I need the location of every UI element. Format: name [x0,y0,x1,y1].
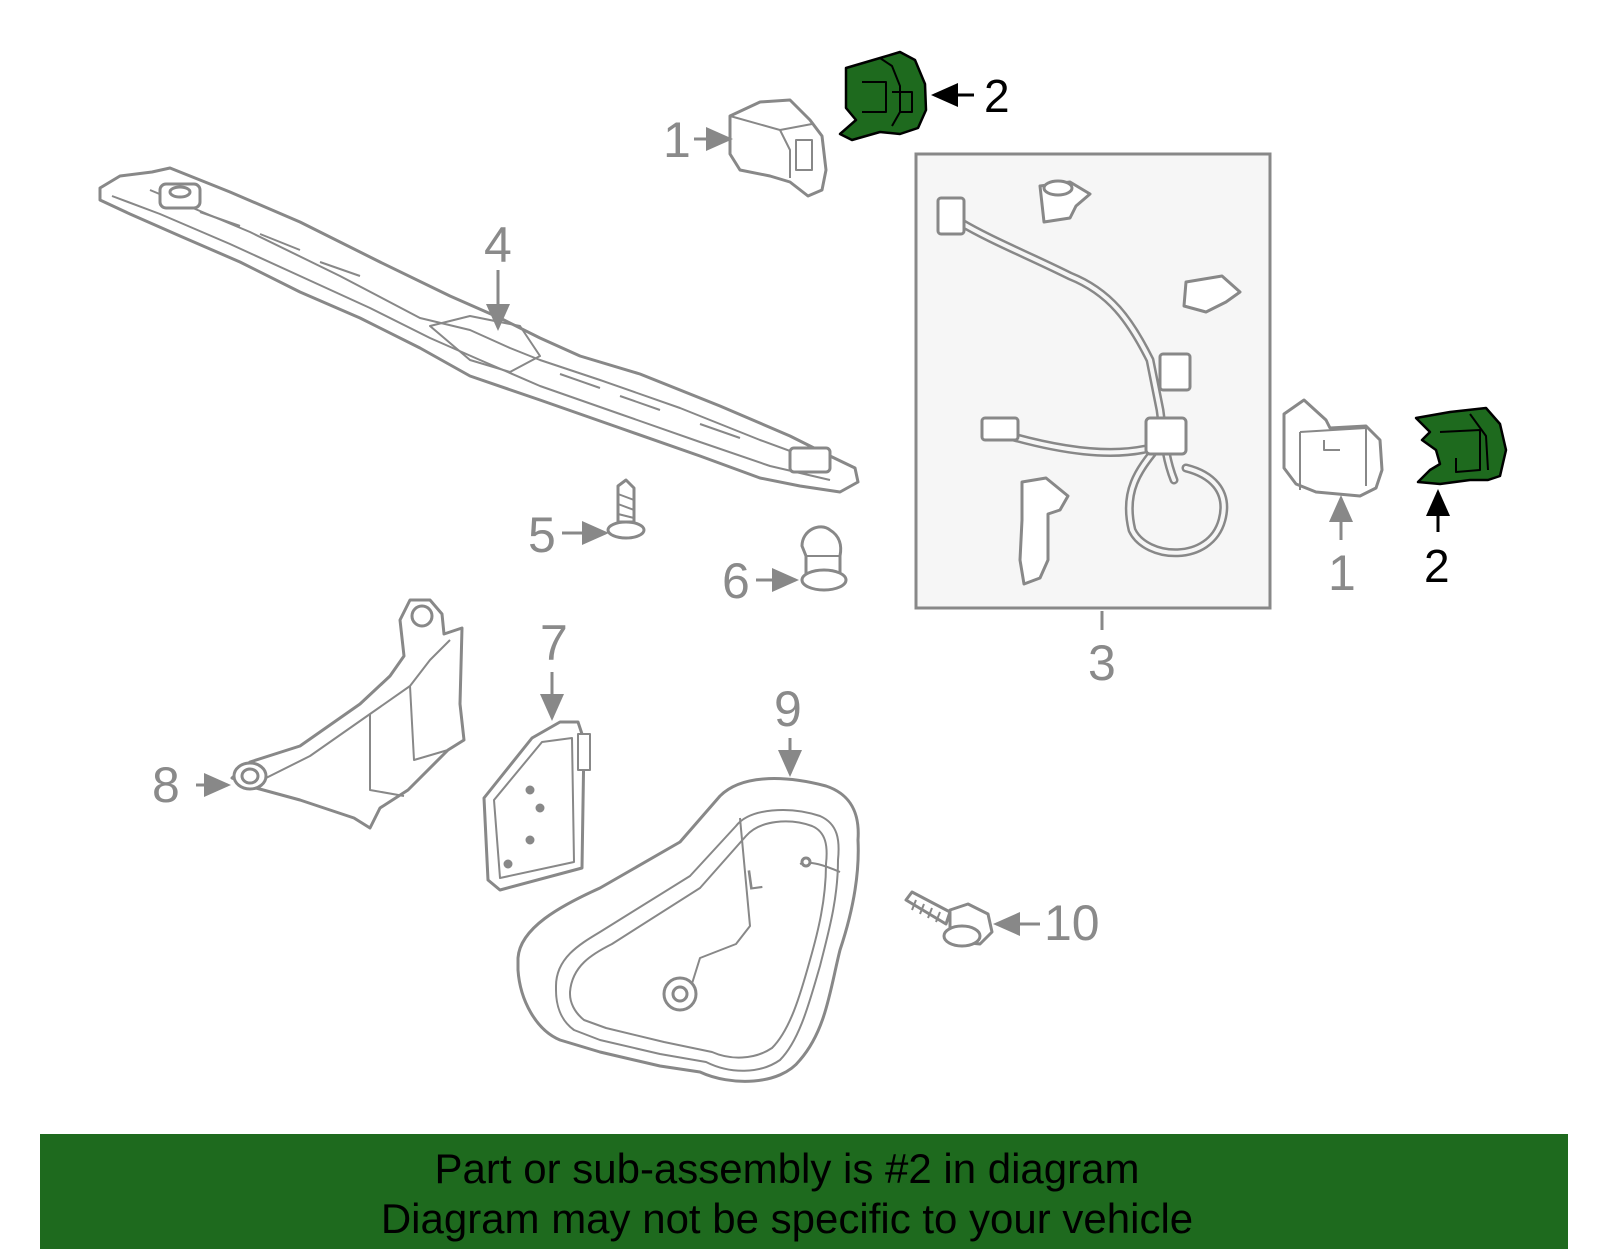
part-9-side-marking: L [745,863,765,896]
info-banner-background [40,1134,1568,1249]
part-8-mounting-bracket[interactable] [230,598,466,830]
part-1-sensor-bracket-right[interactable] [1282,398,1384,498]
part-4-bumper-beam[interactable] [98,166,860,494]
callout-2-right: 2 [1424,540,1450,592]
callout-8: 8 [152,757,180,813]
callout-3: 3 [1088,635,1116,691]
part-6-push-clip[interactable] [800,525,848,592]
callout-4: 4 [484,217,512,273]
banner-line-2: Diagram may not be specific to your vehi… [380,1195,1194,1242]
part-2-sensor-retainer-right[interactable] [1414,406,1508,486]
part-9-splash-shield[interactable] [516,777,860,1083]
part-2-sensor-retainer-top[interactable] [838,50,928,142]
callout-7: 7 [540,615,568,671]
leader-lines [196,127,1353,936]
part-3-wiring-harness[interactable] [914,152,1272,610]
part-10-bolt[interactable] [904,890,994,948]
callout-1-right: 1 [1328,545,1356,601]
highlight-leader-lines [931,83,1450,532]
callout-5: 5 [528,507,556,563]
part-7-control-module[interactable] [482,720,591,892]
info-banner: Part or sub-assembly is #2 in diagram Di… [40,1134,1568,1249]
banner-line-1: Part or sub-assembly is #2 in diagram [434,1145,1140,1192]
part-1-sensor-bracket-top[interactable] [728,98,828,198]
callout-2-top: 2 [984,70,1010,122]
callout-6: 6 [722,553,750,609]
callout-1-top: 1 [663,112,691,168]
callout-9: 9 [774,681,802,737]
callout-10: 10 [1044,895,1100,951]
part-5-screw[interactable] [606,478,646,540]
